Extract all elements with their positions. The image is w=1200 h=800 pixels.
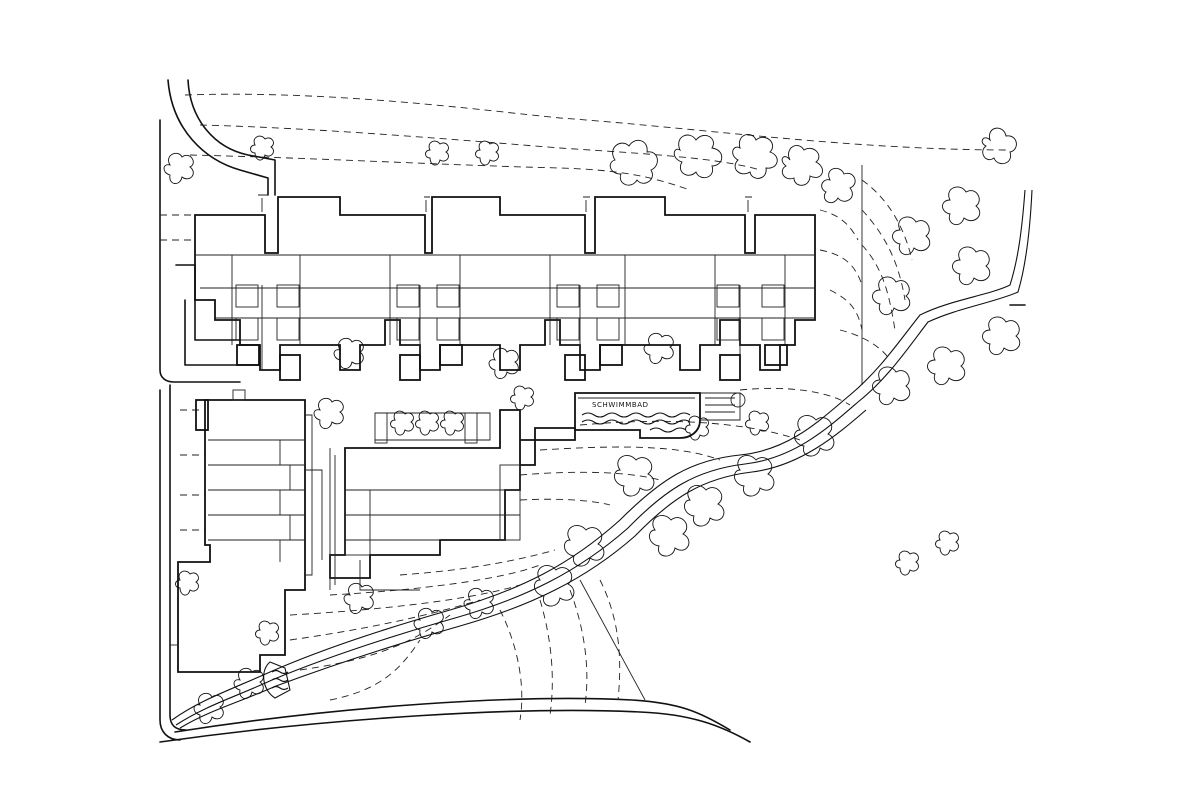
trees	[163, 127, 1021, 724]
west-building-block	[177, 389, 323, 673]
pool-label: SCHWIMMBAD	[592, 401, 649, 409]
contour-lines	[160, 93, 1011, 721]
north-building-block	[175, 194, 816, 381]
central-building-block	[329, 409, 576, 591]
swimming-pool: SCHWIMMBAD	[574, 392, 746, 439]
roads	[159, 79, 863, 743]
stream	[171, 189, 1033, 729]
